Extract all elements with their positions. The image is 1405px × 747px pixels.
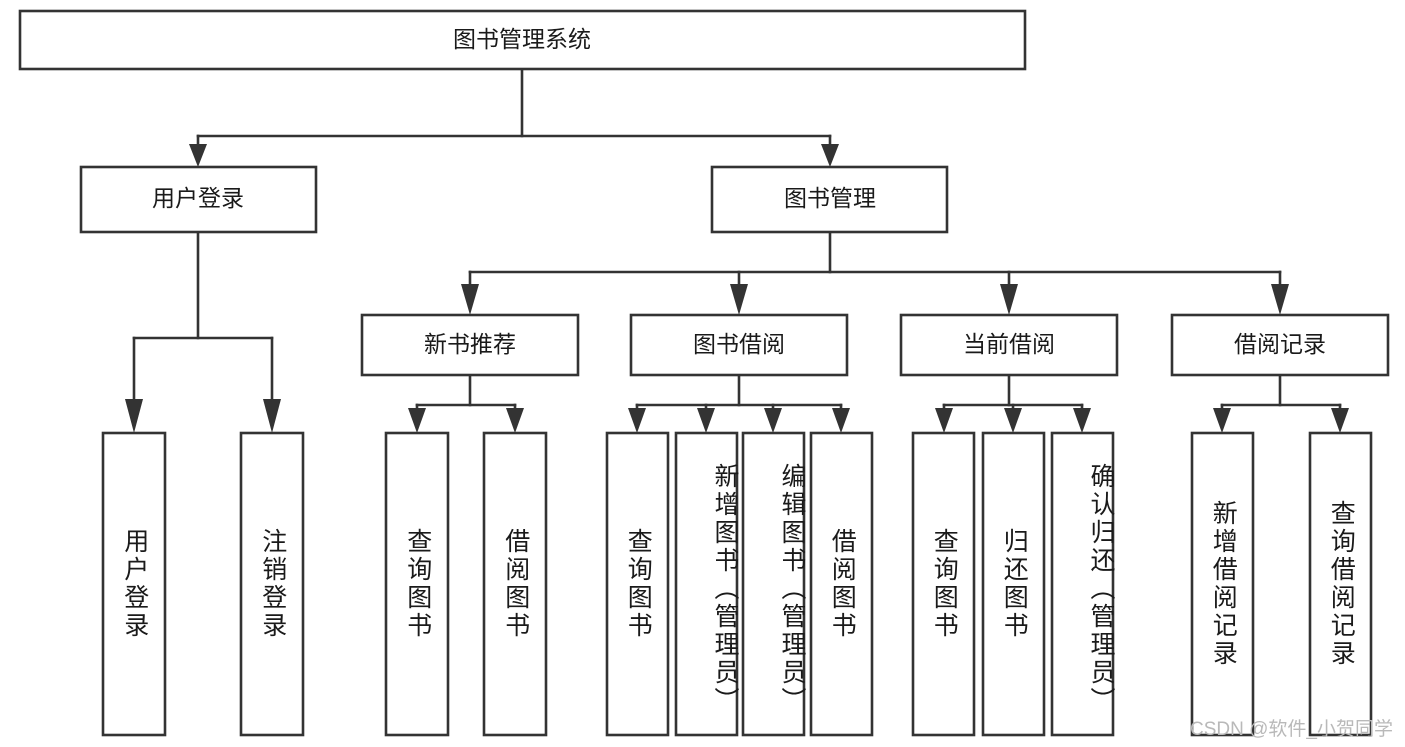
connector-group-current-borrow-to-leaves (935, 373, 1091, 433)
node-leaf-query-record-box[interactable] (1308, 431, 1373, 737)
node-root-box[interactable] (18, 9, 1027, 71)
node-leaf-query-book-1-box[interactable] (384, 431, 450, 737)
leaf-label-query-book-3: 查询图书 (930, 528, 959, 640)
arrow-head-borrow-records (1271, 284, 1289, 315)
node-book-manage-box[interactable] (710, 165, 949, 234)
node-leaf-return-book-box[interactable] (981, 431, 1046, 737)
arrow-head-leaf-borrow-book-1 (506, 408, 524, 433)
arrow-head-leaf-query-book-1 (408, 408, 426, 433)
node-root-label: 图书管理系统 (453, 26, 591, 52)
arrow-head-leaf-borrow-book-2 (832, 408, 850, 433)
node-book-borrow-label: 图书借阅 (693, 331, 785, 357)
node-leaf-add-book-box[interactable] (674, 431, 739, 737)
csdn-watermark: CSDN @软件_小贺同学 (1190, 719, 1393, 740)
node-borrow-records-label: 借阅记录 (1234, 331, 1326, 357)
arrow-head-leaf-confirm-return (1073, 408, 1091, 433)
leaf-label-confirm-return: 确认归还（管理员） (1087, 463, 1115, 715)
node-new-book-recommend-box[interactable] (360, 313, 580, 377)
connector-group-new-book-to-leaves (408, 373, 524, 433)
node-leaf-user-login-box[interactable] (101, 431, 167, 737)
leaf-label-add-book: 新增图书（管理员） (711, 463, 739, 715)
node-leaf-confirm-return-box[interactable] (1050, 431, 1115, 737)
arrow-head-leaf-return-book (1004, 408, 1022, 433)
leaf-label-add-record: 新增借阅记录 (1209, 500, 1238, 668)
node-leaf-logout-box[interactable] (239, 431, 305, 737)
arrow-head-new-book (461, 284, 479, 315)
node-user-login-box[interactable] (79, 165, 318, 234)
arrow-head-user-login (189, 144, 207, 167)
arrow-head-leaf-user-login (125, 399, 143, 433)
connector-group-user-login-to-leaves (125, 230, 281, 433)
arrow-head-book-manage (821, 144, 839, 167)
node-current-borrow-box[interactable] (899, 313, 1119, 377)
leaf-label-return-book: 归还图书 (1000, 528, 1029, 640)
node-book-borrow-box[interactable] (629, 313, 849, 377)
arrow-head-leaf-query-book-3 (935, 408, 953, 433)
leaf-label-query-book-1: 查询图书 (403, 528, 432, 640)
node-leaf-query-book-3-box[interactable] (911, 431, 976, 737)
leaf-label-logout: 注销登录 (258, 528, 287, 640)
leaf-label-borrow-book-1: 借阅图书 (501, 528, 530, 640)
node-book-manage-label: 图书管理 (784, 185, 876, 211)
node-new-book-recommend-label: 新书推荐 (424, 331, 516, 357)
leaf-label-query-record: 查询借阅记录 (1327, 500, 1356, 668)
leaf-label-borrow-book-2: 借阅图书 (828, 528, 857, 640)
connector-group-borrow-records-to-leaves (1213, 373, 1349, 433)
node-user-login-label: 用户登录 (152, 185, 244, 211)
arrow-head-leaf-add-record (1213, 408, 1231, 433)
connector-group-root-to-level2 (189, 67, 839, 167)
connector-group-book-manage-to-level3 (461, 230, 1289, 315)
arrow-head-leaf-logout (263, 399, 281, 433)
arrow-head-leaf-query-book-2 (628, 408, 646, 433)
arrow-head-leaf-edit-book (764, 408, 782, 433)
node-leaf-edit-book-box[interactable] (741, 431, 806, 737)
connector-group-book-borrow-to-leaves (628, 373, 850, 433)
node-borrow-records-box[interactable] (1170, 313, 1390, 377)
leaf-label-query-book-2: 查询图书 (624, 528, 653, 640)
node-leaf-borrow-book-1-box[interactable] (482, 431, 548, 737)
leaf-label-edit-book: 编辑图书（管理员） (778, 463, 806, 715)
arrow-head-leaf-add-book (697, 408, 715, 433)
leaf-label-user-login: 用户登录 (120, 528, 149, 640)
arrow-head-current-borrow (1000, 284, 1018, 315)
arrow-head-book-borrow (730, 284, 748, 315)
node-leaf-borrow-book-2-box[interactable] (809, 431, 874, 737)
arrow-head-leaf-query-record (1331, 408, 1349, 433)
node-leaf-query-book-2-box[interactable] (605, 431, 670, 737)
node-current-borrow-label: 当前借阅 (963, 331, 1055, 357)
node-leaf-add-record-box[interactable] (1190, 431, 1255, 737)
